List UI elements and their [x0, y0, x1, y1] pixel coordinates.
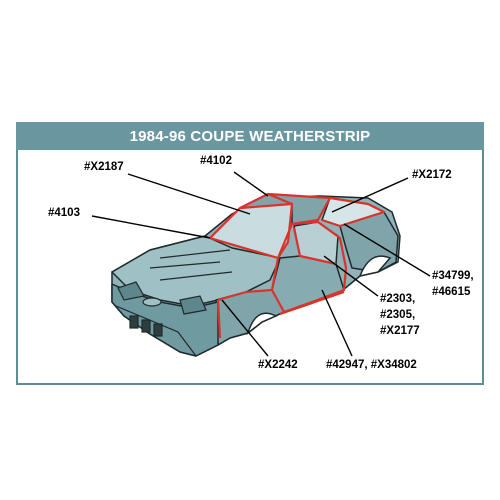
left-headlight	[117, 281, 145, 301]
leader-x2242	[221, 299, 269, 357]
label-42947: #42947, #X34802	[326, 359, 417, 371]
hood-crease	[159, 249, 231, 259]
leader-4103	[91, 215, 211, 239]
label-x2187: #X2187	[84, 161, 124, 173]
label-2303: #2303,	[380, 293, 415, 305]
grille-slot	[129, 315, 139, 329]
fender-weatherstrip-lower	[216, 299, 222, 339]
label-4103: #4103	[48, 207, 80, 219]
right-headlight	[179, 295, 207, 315]
label-4102: #4102	[200, 155, 232, 167]
label-x2177: #X2177	[380, 325, 420, 337]
rear-wheel-well	[358, 255, 392, 278]
leader-4102	[233, 171, 269, 197]
diagram-title: 1984-96 COUPE WEATHERSTRIP	[16, 122, 484, 150]
hood-vent-line	[149, 261, 221, 269]
leader-x2172	[331, 177, 409, 213]
side-window-weatherstrip	[292, 227, 337, 266]
wheel-wells	[246, 255, 392, 336]
windshield-weatherstrip	[208, 202, 294, 260]
grille-slot	[153, 323, 163, 337]
label-x2242: #X2242	[258, 359, 298, 371]
label-x2172: #X2172	[412, 169, 452, 181]
leader-x2187	[127, 173, 251, 215]
leader-34799	[343, 223, 431, 277]
label-34799: #34799,	[432, 270, 474, 282]
leader-lines	[91, 171, 431, 357]
hood-details	[149, 249, 233, 281]
bumper-line	[115, 305, 197, 357]
emblem-icon	[142, 297, 162, 307]
label-46615: #46615	[432, 286, 471, 298]
front-details	[115, 281, 207, 357]
hood-vent-line	[159, 271, 233, 281]
fender-weatherstrip	[217, 288, 273, 302]
door-weatherstrip	[270, 220, 348, 314]
leader-42947	[321, 289, 353, 357]
leader-2303	[323, 255, 379, 297]
part-labels: #X2187 #4102 #X2172 #4103 #34799, #46615…	[48, 155, 474, 371]
grille-slot	[141, 319, 151, 333]
front-wheel-well	[246, 312, 278, 336]
label-2305: #2305,	[380, 309, 415, 321]
rocker-weatherstrip	[279, 290, 345, 316]
roof-seam-weatherstrip	[267, 192, 293, 206]
